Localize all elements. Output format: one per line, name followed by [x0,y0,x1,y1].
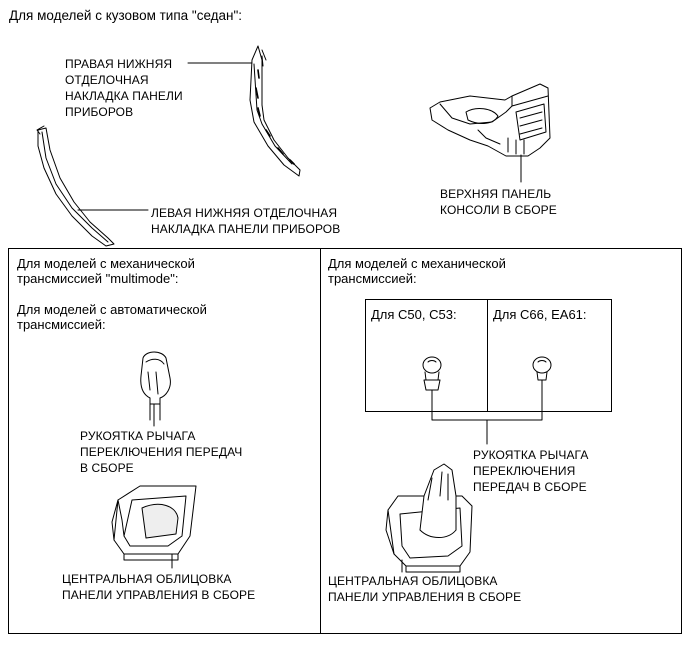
left-knob-label-line-3: В СБОРЕ [80,461,134,475]
right-lower-trim-drawing [249,45,301,177]
leader-right-knobs [431,379,543,421]
right-heading-line-1: Для моделей с механической [328,256,506,271]
manual-knob-c66-drawing [532,356,552,381]
variant-a-label: Для C50, C53: [371,307,457,322]
left-knob-label-line-1: РУКОЯТКА РЫЧАГА [80,429,196,443]
right-center-bezel-drawing [385,463,473,573]
right-heading-line-2: трансмиссией: [328,271,417,286]
auto-shift-knob-drawing [140,351,171,421]
right-bezel-label-line-2: ПАНЕЛИ УПРАВЛЕНИЯ В СБОРЕ [328,590,522,604]
right-knob-label-line-3: ПЕРЕДАЧ В СБОРЕ [473,480,587,494]
page-title: Для моделей с кузовом типа "седан": [9,8,243,23]
console-panel-label-line-2: КОНСОЛИ В СБОРЕ [440,203,557,217]
left-center-bezel-drawing [111,485,197,561]
right-trim-label-line-4: ПРИБОРОВ [65,105,134,119]
left-heading2-line-2: трансмиссией: [17,317,106,332]
left-trim-label-line-1: ЛЕВАЯ НИЖНЯЯ ОТДЕЛОЧНАЯ [151,206,338,220]
left-lower-trim-drawing [36,125,115,247]
left-bezel-label-line-2: ПАНЕЛИ УПРАВЛЕНИЯ В СБОРЕ [62,588,256,602]
manual-knob-c50-drawing [422,356,442,391]
left-knob-label-line-2: ПЕРЕКЛЮЧЕНИЯ ПЕРЕДАЧ [80,445,243,459]
right-trim-label-line-2: ОТДЕЛОЧНАЯ [65,73,149,87]
right-trim-label-line-3: НАКЛАДКА ПАНЕЛИ [65,89,183,103]
right-knob-label-line-2: ПЕРЕКЛЮЧЕНИЯ [473,464,576,478]
upper-console-panel-drawing [429,83,551,157]
variant-box-c66-ea61 [487,299,612,412]
variant-b-label: Для C66, EA61: [493,307,587,322]
right-knob-label-line-1: РУКОЯТКА РЫЧАГА [473,448,589,462]
left-heading1-line-2: трансмиссией "multimode": [17,271,179,286]
right-trim-label-line-1: ПРАВАЯ НИЖНЯЯ [65,57,173,71]
left-trim-label-line-2: НАКЛАДКА ПАНЕЛИ ПРИБОРОВ [151,222,341,236]
right-panel [320,248,682,634]
console-panel-label-line-1: ВЕРХНЯЯ ПАНЕЛЬ [440,187,552,201]
right-bezel-label-line-1: ЦЕНТРАЛЬНАЯ ОБЛИЦОВКА [328,574,498,588]
left-bezel-label-line-1: ЦЕНТРАЛЬНАЯ ОБЛИЦОВКА [62,572,232,586]
left-heading2-line-1: Для моделей с автоматической [17,302,207,317]
left-heading1-line-1: Для моделей с механической [17,256,195,271]
